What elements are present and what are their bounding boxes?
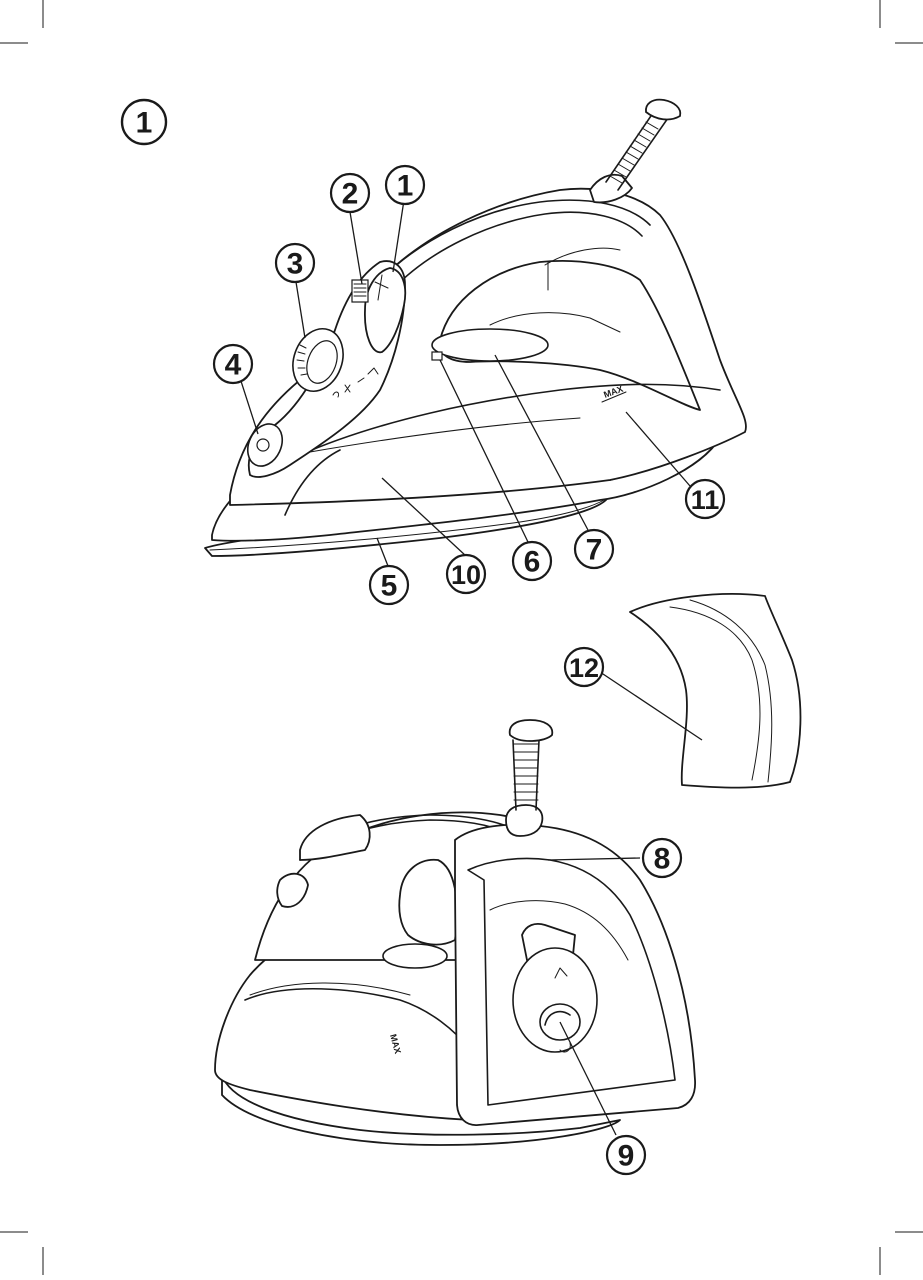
fill-opening <box>432 352 442 360</box>
callout-12-label: 12 <box>569 653 599 683</box>
callout-9: 9 <box>607 1136 645 1174</box>
iron-rear-view: MAX <box>215 720 695 1145</box>
heel-rest-accessory <box>630 594 800 788</box>
callout-7-label: 7 <box>586 534 603 567</box>
figure-number-badge: 1 <box>122 100 166 144</box>
steam-slider <box>352 280 368 302</box>
callout-11-label: 11 <box>691 485 720 515</box>
callout-4: 4 <box>214 345 252 383</box>
callout-6: 6 <box>513 542 551 580</box>
callout-6-label: 6 <box>524 546 541 579</box>
rear-cord-guard <box>506 720 552 836</box>
callout-2-label: 2 <box>342 178 359 211</box>
water-tank-cover <box>432 329 548 361</box>
callout-2: 2 <box>331 174 369 212</box>
callout-3: 3 <box>276 244 314 282</box>
callout-4-label: 4 <box>225 349 242 382</box>
callout-8: 8 <box>643 839 681 877</box>
callout-8-label: 8 <box>654 843 671 876</box>
callout-10-label: 10 <box>451 560 481 590</box>
callout-7: 7 <box>575 530 613 568</box>
callout-3-label: 3 <box>287 248 304 281</box>
iron-side-view: MAX <box>205 100 746 556</box>
callout-5-label: 5 <box>381 570 398 603</box>
callout-1-label: 1 <box>397 170 414 203</box>
callout-5: 5 <box>370 566 408 604</box>
callout-1: 1 <box>386 166 424 204</box>
callout-12: 12 <box>565 648 603 686</box>
figure-number: 1 <box>136 107 153 140</box>
callout-10: 10 <box>447 555 485 593</box>
callout-11: 11 <box>686 480 724 518</box>
cord-guard <box>590 100 680 203</box>
callout-9-label: 9 <box>618 1140 635 1173</box>
